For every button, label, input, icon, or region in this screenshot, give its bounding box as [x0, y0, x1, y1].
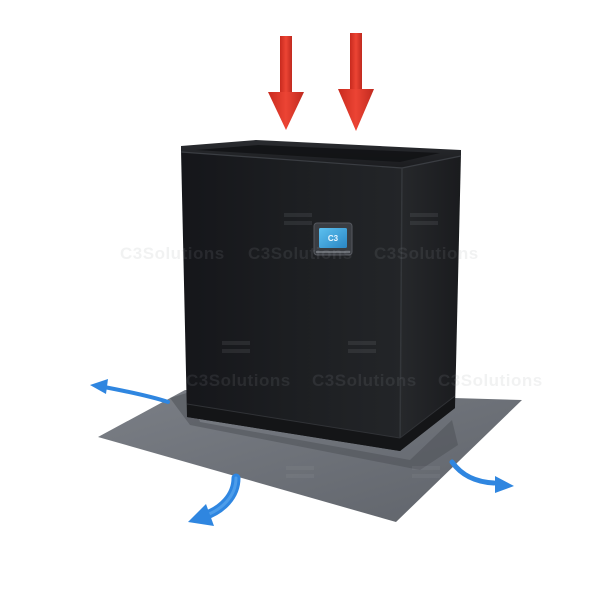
- watermark-logo: [410, 213, 438, 225]
- cabinet: C3: [180, 140, 462, 452]
- watermark-text: C3Solutions: [374, 244, 479, 263]
- cabinet-top-inner: [196, 145, 440, 162]
- watermark-group: C3Solutions C3Solutions C3Solutions C3So…: [120, 213, 543, 478]
- return-arrow-front: [188, 473, 241, 526]
- cabinet-plinth: [187, 396, 455, 451]
- floor-plate-shadow: [170, 392, 458, 470]
- watermark-text: C3Solutions: [120, 244, 225, 263]
- return-arrow-right: [449, 459, 514, 493]
- cabinet-side: [400, 153, 461, 451]
- watermark-text: C3Solutions: [438, 371, 543, 390]
- watermark-text: C3Solutions: [186, 371, 291, 390]
- cabinet-front: [181, 150, 402, 451]
- watermark-text: C3Solutions: [312, 371, 417, 390]
- watermark-logo: [286, 466, 314, 478]
- watermark-logo: [348, 341, 376, 353]
- watermark-logo: [222, 341, 250, 353]
- return-arrow-left: [90, 379, 170, 404]
- control-display: C3: [313, 222, 353, 256]
- display-screen-label: C3: [328, 234, 339, 243]
- watermark-logo: [284, 213, 312, 225]
- watermark-logo: [412, 466, 440, 478]
- supply-arrow-right: [338, 33, 374, 131]
- supply-arrow-left: [268, 36, 304, 130]
- watermark-text: C3Solutions: [248, 244, 353, 263]
